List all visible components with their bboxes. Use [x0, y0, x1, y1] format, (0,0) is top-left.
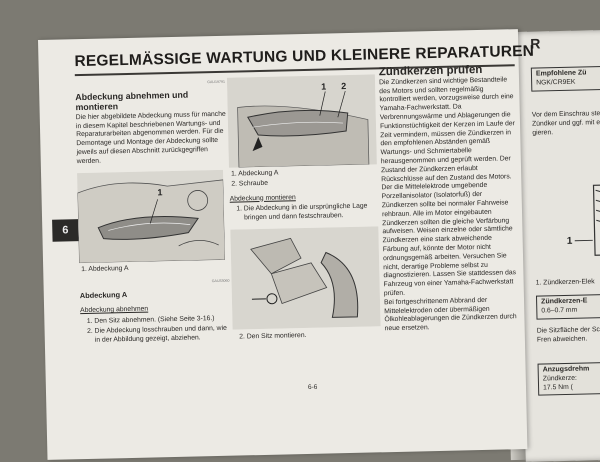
torque-box-line1: Zündkerze: [543, 375, 577, 383]
install-steps-2: Den Sitz montieren. [233, 330, 378, 342]
column-3: Zündkerzen prüfen Die Zündkerzen sind wi… [379, 65, 520, 334]
right-para-1: Vor dem Einschrau stets den Zündker und … [532, 109, 600, 138]
page-number: 6-6 [308, 384, 318, 391]
cover-a-illustration: 1 [77, 169, 225, 262]
right-para-2: Die Sitzfläche der Schmutz und Fren abwe… [537, 325, 600, 345]
spark-plug-box-value: NGK/CR9EK [536, 78, 575, 86]
cover-heading: Abdeckung abnehmen und montieren [75, 89, 225, 112]
install-step: Den Sitz montieren. [247, 330, 378, 342]
electrode-figure: 1 [533, 179, 600, 275]
spark-plug-para-2: Der die Mittelelektrode umgebende Porzel… [381, 182, 519, 299]
spark-plug-box: Empfohlene Zü NGK/CR9EK [531, 65, 600, 91]
section-tab: 6 [52, 219, 78, 242]
remove-step: Die Abdeckung losschrauben und dann, wie… [95, 324, 231, 345]
column-2: 1 2 1. Abdeckung A 2. Schraube Abdeckung… [227, 74, 378, 343]
spark-plug-para-1: Die Zündkerzen sind wichtige Bestandteil… [379, 76, 516, 185]
torque-box-title: Anzugsdrehm [543, 365, 590, 373]
cover-a-figure: 1 [77, 169, 225, 262]
spark-plug-para-3: Bei fortgeschrittenem Abbrand der Mittel… [384, 296, 520, 334]
install-illustration [230, 226, 380, 329]
gap-box-value: 0.6–0.7 mm [541, 306, 577, 314]
cover-callout-1: 1 [321, 81, 326, 91]
electrode-caption: 1. Zündkerzen-Elek [536, 277, 600, 288]
screw-caption-2: 2. Schraube [231, 177, 374, 189]
torque-box-line2: 17.5 Nm ( [543, 383, 573, 391]
right-page-header: R [530, 37, 600, 48]
cover-a-callout: 1 [157, 187, 162, 197]
spark-plug-heading: Zündkerzen prüfen [379, 65, 514, 77]
electrode-callout: 1 [567, 236, 573, 247]
screw-figure: 1 2 [227, 74, 377, 167]
spark-plug-box-title: Empfohlene Zü [536, 69, 587, 77]
cover-a-caption: 1. Abdeckung A [81, 262, 229, 274]
install-figure [230, 226, 380, 329]
screw-illustration: 1 2 [227, 74, 377, 167]
electrode-illustration: 1 [533, 180, 600, 272]
cover-intro: Die hier abgebildete Abdeckung muss für … [76, 111, 227, 167]
torque-box: Anzugsdrehm Zündkerze: 17.5 Nm ( [538, 361, 600, 396]
install-step: Die Abdeckung in die ursprüngliche Lage … [244, 203, 375, 224]
cover-a-subheading: Abdeckung A [80, 288, 230, 301]
column-1: GAU19791 Abdeckung abnehmen und montiere… [75, 78, 231, 347]
remove-steps: Den Sitz abnehmen. (Siehe Seite 3-16.) D… [80, 315, 231, 346]
install-steps-1: Die Abdeckung in die ursprüngliche Lage … [230, 203, 375, 224]
left-page: REGELMÄSSIGE WARTUNG UND KLEINERE REPARA… [38, 29, 527, 460]
right-page: R Empfohlene Zü NGK/CR9EK Vor dem Einsch… [516, 30, 600, 462]
gap-box-title: Zündkerzen-E [541, 297, 587, 305]
gap-box: Zündkerzen-E 0.6–0.7 mm [536, 293, 600, 319]
screw-callout-2: 2 [341, 81, 346, 91]
